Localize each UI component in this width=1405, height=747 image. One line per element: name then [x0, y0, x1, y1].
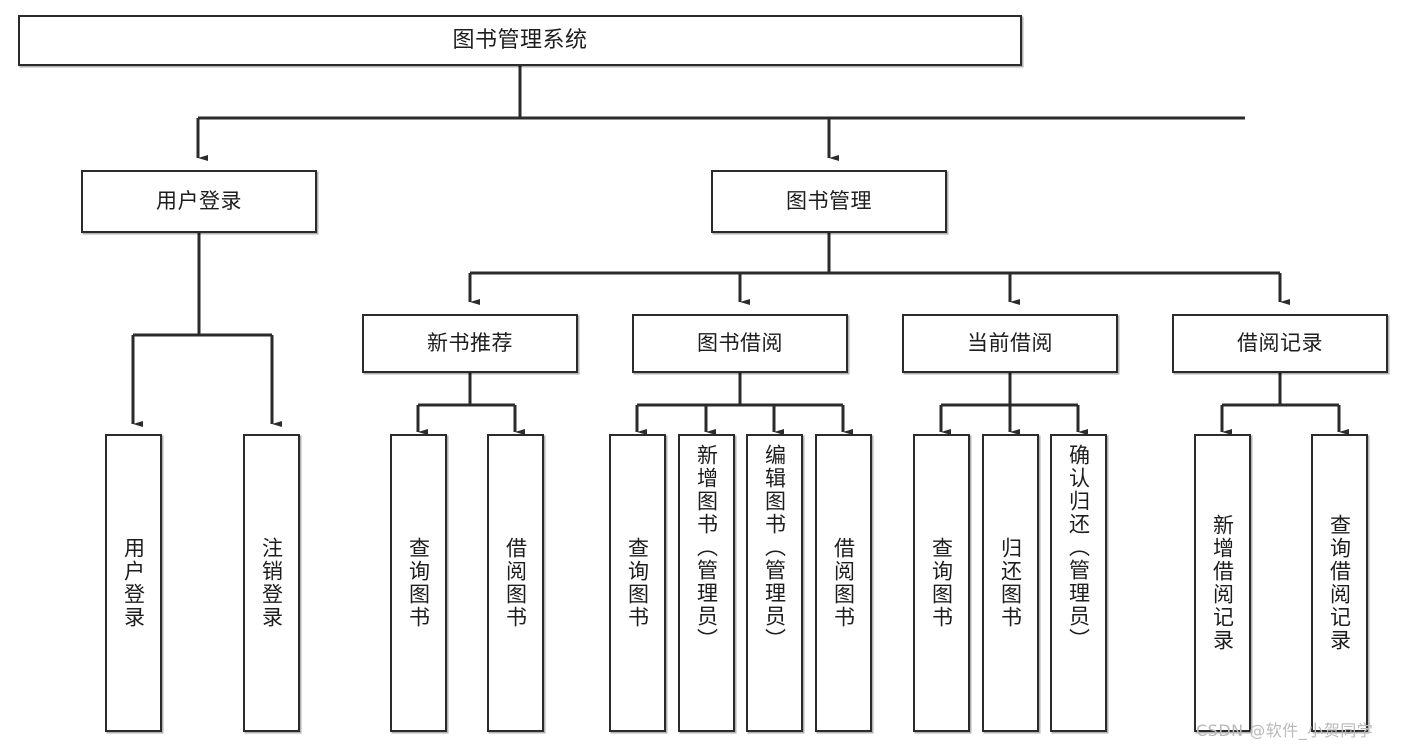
node-user-login[interactable]: 用户登录 [81, 170, 317, 233]
node-label: 新增借阅记录 [1210, 514, 1235, 652]
node-new-book-recommend[interactable]: 新书推荐 [362, 314, 578, 373]
node-label: 归还图书 [998, 537, 1023, 629]
node-book-management[interactable]: 图书管理 [711, 170, 947, 233]
csdn-watermark: CSDN @软件_小贺同学 [1196, 721, 1374, 740]
node-label: 查询图书 [625, 537, 650, 629]
leaf-book-borrow-query-book[interactable]: 查询图书 [609, 434, 666, 732]
leaf-current-borrow-query-book[interactable]: 查询图书 [913, 434, 970, 732]
node-label: 用户登录 [156, 189, 242, 214]
node-book-borrow[interactable]: 图书借阅 [632, 314, 848, 373]
node-root-book-management-system[interactable]: 图书管理系统 [18, 15, 1022, 66]
node-label: 确认归还（管理员） [1066, 444, 1091, 651]
node-current-borrow[interactable]: 当前借阅 [902, 314, 1118, 373]
node-label: 新书推荐 [427, 331, 513, 356]
node-label: 查询图书 [929, 537, 954, 629]
leaf-current-borrow-return-book[interactable]: 归还图书 [982, 434, 1039, 732]
node-label: 查询借阅记录 [1327, 514, 1352, 652]
node-label: 图书管理系统 [452, 27, 588, 53]
node-label: 借阅记录 [1237, 331, 1323, 356]
node-label: 编辑图书（管理员） [762, 444, 787, 651]
node-label: 新增图书（管理员） [694, 444, 719, 651]
node-label: 图书借阅 [697, 331, 783, 356]
leaf-new-book-borrow-book[interactable]: 借阅图书 [487, 434, 544, 732]
node-label: 当前借阅 [967, 331, 1053, 356]
node-label: 图书管理 [786, 189, 872, 214]
node-label: 查询图书 [406, 537, 431, 629]
node-label: 用户登录 [121, 537, 146, 629]
leaf-user-login-logout[interactable]: 注销登录 [243, 434, 300, 732]
leaf-borrow-record-query-record[interactable]: 查询借阅记录 [1311, 434, 1368, 732]
leaf-user-login-login[interactable]: 用户登录 [105, 434, 162, 732]
leaf-book-borrow-add-book-admin[interactable]: 新增图书（管理员） [678, 434, 735, 732]
leaf-book-borrow-edit-book-admin[interactable]: 编辑图书（管理员） [746, 434, 803, 732]
leaf-borrow-record-add-record[interactable]: 新增借阅记录 [1194, 434, 1251, 732]
leaf-book-borrow-borrow-book[interactable]: 借阅图书 [815, 434, 872, 732]
leaf-current-borrow-confirm-return-admin[interactable]: 确认归还（管理员） [1050, 434, 1107, 732]
node-borrow-record[interactable]: 借阅记录 [1172, 314, 1388, 373]
node-label: 借阅图书 [503, 537, 528, 629]
node-label: 注销登录 [259, 537, 284, 629]
leaf-new-book-query-book[interactable]: 查询图书 [390, 434, 447, 732]
node-label: 借阅图书 [831, 537, 856, 629]
